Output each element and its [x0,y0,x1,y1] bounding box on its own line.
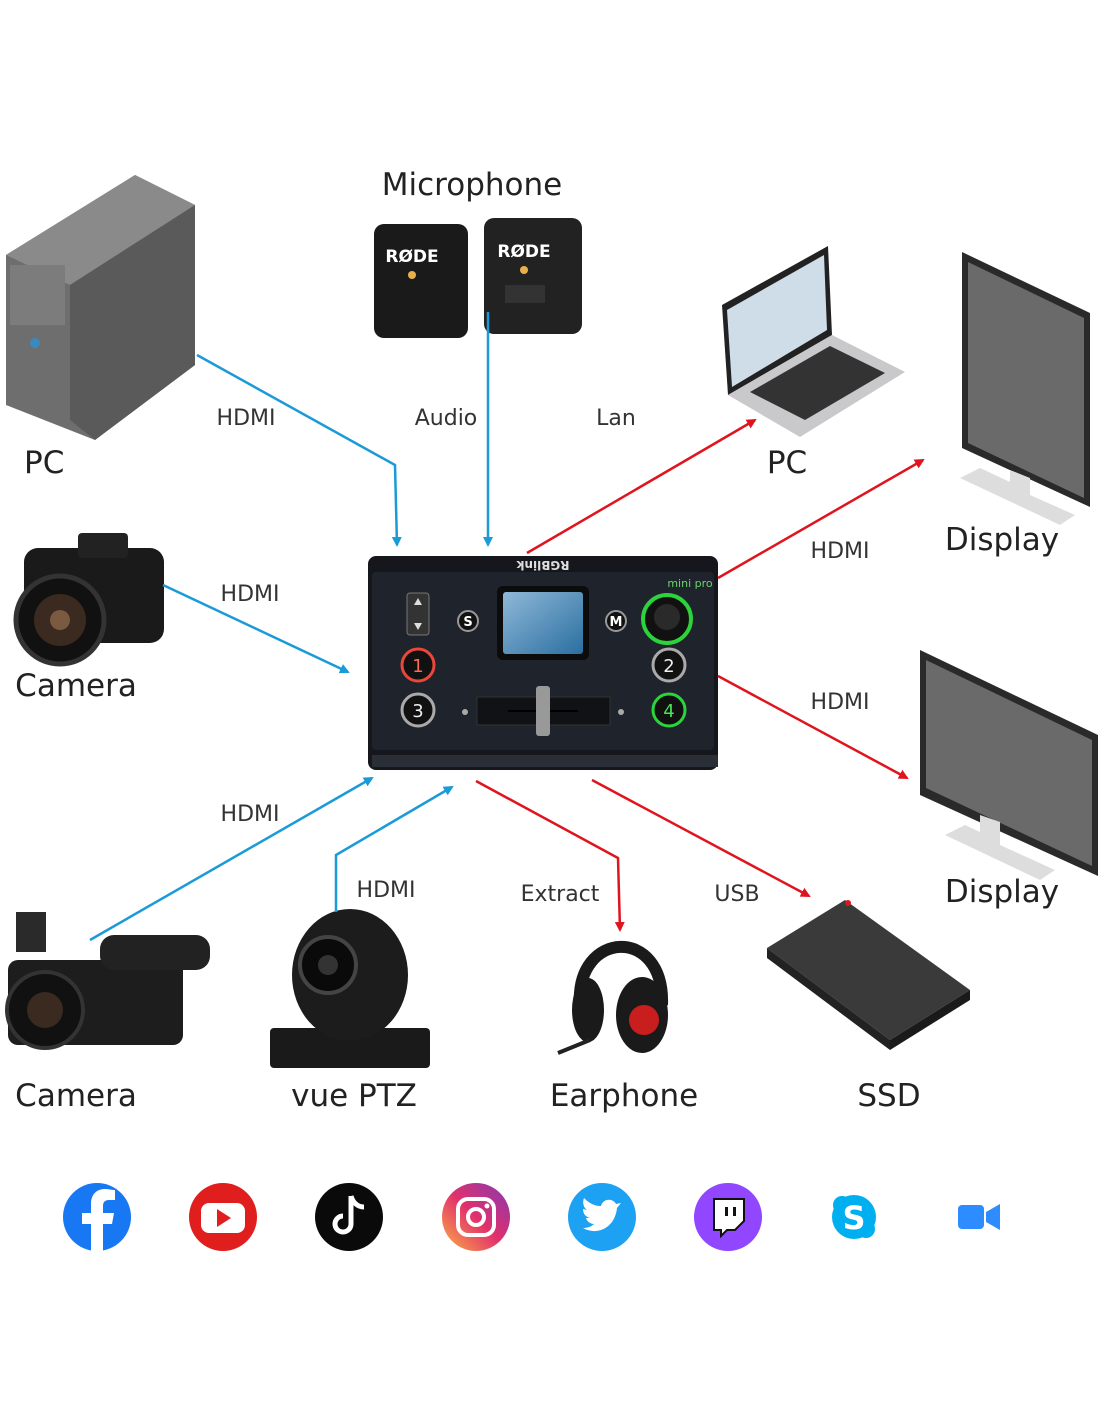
microphone-image: RØDE RØDE [374,218,582,338]
zoom-icon [958,1204,1000,1230]
label-microphone: Microphone [381,167,563,203]
ssd-image [767,900,970,1050]
label-hdmi-camcorder: HDMI [220,802,280,827]
label-hdmi-camera: HDMI [220,582,280,607]
button-3: 3 [412,701,423,722]
label-lan: Lan [596,406,636,431]
headphones-image [557,940,669,1055]
arrow-display-bottom-out [717,674,909,780]
label-usb: USB [714,882,760,907]
label-pc-right: PC [766,445,808,481]
device-brand: RGBlink [515,558,569,572]
skype-icon: S [832,1195,876,1239]
button-2: 2 [663,656,674,677]
platform-icons: S [63,1183,1000,1252]
label-earphone: Earphone [549,1078,699,1114]
s-button: S [463,615,472,630]
camcorder-image [5,912,210,1050]
label-audio: Audio [414,406,478,431]
youtube-icon [189,1183,257,1251]
label-display-bottom: Display [944,874,1060,910]
label-hdmi-display-bottom: HDMI [810,690,870,715]
label-pc-left: PC [24,445,65,481]
label-vue-ptz: vue PTZ [291,1078,417,1114]
connection-arrows [89,312,925,942]
arrow-pc-in [196,353,402,547]
label-hdmi-pc: HDMI [216,406,276,431]
display-top-image [960,252,1090,525]
facebook-icon [63,1183,131,1252]
label-hdmi-display-top: HDMI [810,539,870,564]
arrow-lan-out [526,418,757,555]
mic-brand: RØDE [497,242,550,262]
arrow-display-top-out [717,458,925,580]
device-model: mini pro [667,577,713,590]
video-switcher-device: RGBlink mini pro S M 1 2 3 4 [368,556,718,770]
arrow-earphone-out [475,779,625,932]
mic-brand: RØDE [385,247,438,267]
arrow-camera-in [162,583,350,674]
label-camera-bottom: Camera [15,1078,137,1114]
instagram-icon [442,1183,510,1251]
laptop-image [722,246,905,437]
button-1: 1 [412,656,423,677]
label-hdmi-ptz: HDMI [356,878,416,903]
label-extract: Extract [520,882,600,907]
display-bottom-image [920,650,1098,880]
arrow-ssd-out [591,778,811,898]
label-camera-top: Camera [15,668,137,704]
label-display-top: Display [944,522,1060,558]
label-ssd: SSD [857,1078,921,1114]
twitch-icon [694,1183,762,1251]
svg-text:S: S [842,1199,865,1237]
m-button: M [610,615,623,630]
ptz-camera-image [270,909,430,1068]
twitter-icon [568,1183,636,1251]
pc-tower-image [6,175,195,440]
tiktok-icon [315,1183,383,1251]
button-4: 4 [663,701,674,722]
arrow-ptz-in [334,785,454,912]
dslr-camera-image [13,533,164,667]
arrow-camcorder-in [89,776,374,942]
